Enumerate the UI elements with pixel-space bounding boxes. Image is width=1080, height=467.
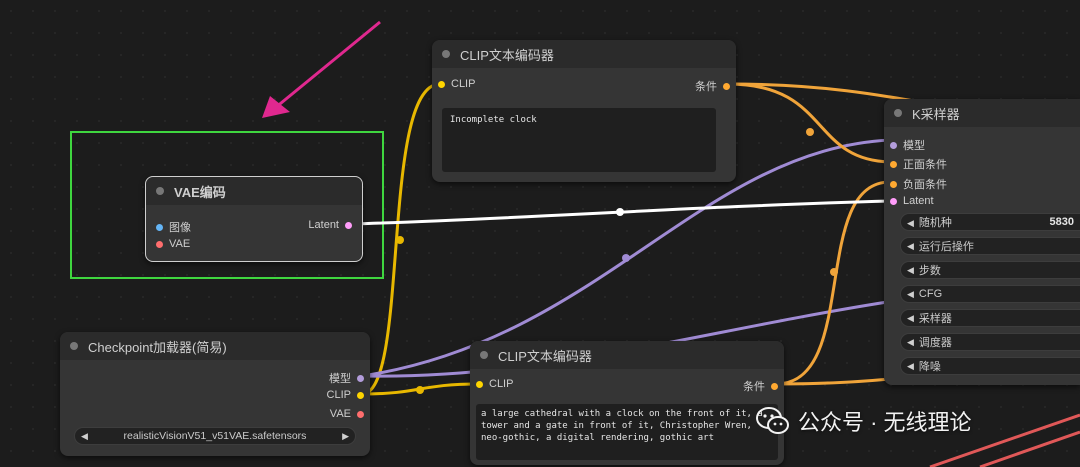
denoise-widget[interactable]: ◀降噪 (900, 357, 1080, 375)
clip-wire-bottom (361, 382, 479, 396)
wire-midpoint (416, 386, 424, 394)
input-port-clip[interactable]: CLIP (438, 78, 475, 90)
vae-encode-node[interactable]: VAE编码 图像 VAE Latent (145, 176, 363, 262)
arrow-left-icon[interactable]: ◀ (907, 312, 914, 323)
conditioning-pin-icon[interactable] (723, 82, 730, 90)
image-pin-icon[interactable] (156, 223, 163, 231)
arrow-left-icon[interactable]: ◀ (907, 288, 914, 299)
wire-midpoint (396, 236, 404, 244)
node-header[interactable]: CLIP文本编码器 (470, 341, 784, 369)
clip-pin-icon[interactable] (476, 380, 483, 388)
node-header[interactable]: CLIP文本编码器 (432, 40, 736, 68)
collapse-dot-icon[interactable] (442, 50, 450, 58)
ckpt-name-selector[interactable]: ◀ realisticVisionV51_v51VAE.safetensors … (74, 427, 356, 445)
collapse-dot-icon[interactable] (894, 109, 902, 117)
arrow-left-icon[interactable]: ◀ (907, 264, 914, 275)
checkpoint-loader-node[interactable]: Checkpoint加载器(简易) 模型 CLIP VAE ◀ realisti… (60, 332, 370, 456)
input-port-latent[interactable]: Latent (890, 195, 934, 207)
node-title: CLIP文本编码器 (498, 348, 592, 364)
arrow-left-icon[interactable]: ◀ (907, 360, 914, 371)
output-port-model[interactable]: 模型 (329, 370, 364, 386)
wire-midpoint (622, 254, 630, 262)
node-title: CLIP文本编码器 (460, 47, 554, 63)
red-wire (979, 430, 1080, 467)
vae-pin-icon[interactable] (156, 240, 163, 248)
collapse-dot-icon[interactable] (480, 351, 488, 359)
clip-pin-icon[interactable] (438, 80, 445, 88)
cond-wire-positive (727, 82, 891, 164)
wechat-icon (756, 407, 789, 434)
node-title: K采样器 (912, 106, 960, 122)
control-after-generate-widget[interactable]: ◀运行后操作 (900, 237, 1080, 255)
latent-pin-icon[interactable] (345, 221, 352, 229)
latent-pin-icon[interactable] (890, 197, 897, 205)
arrow-right-icon[interactable]: ▶ (342, 430, 349, 441)
clip-text-encoder-bottom-node[interactable]: CLIP文本编码器 CLIP 条件 a large cathedral with… (470, 341, 784, 465)
pink-arrow-annotation (262, 20, 381, 118)
input-port-positive[interactable]: 正面条件 (890, 156, 947, 172)
wire-midpoint (830, 268, 838, 276)
clip-wire-top (361, 82, 441, 396)
cfg-widget[interactable]: ◀CFG (900, 285, 1080, 303)
input-port-model[interactable]: 模型 (890, 137, 925, 153)
conditioning-pin-icon[interactable] (890, 180, 897, 188)
output-port-conditioning[interactable]: 条件 (695, 78, 730, 94)
output-port-latent[interactable]: Latent (308, 219, 352, 231)
node-header[interactable]: Checkpoint加载器(简易) (60, 332, 370, 360)
wire-midpoint (806, 128, 814, 136)
sampler-widget[interactable]: ◀采样器 (900, 309, 1080, 327)
ksampler-node[interactable]: K采样器 模型 正面条件 负面条件 Latent ◀随机种 5830 ◀运行后操… (884, 99, 1080, 385)
ckpt-name-value: realisticVisionV51_v51VAE.safetensors (123, 430, 307, 442)
collapse-dot-icon[interactable] (156, 187, 164, 195)
output-port-conditioning[interactable]: 条件 (743, 378, 778, 394)
conditioning-pin-icon[interactable] (890, 160, 897, 168)
latent-wire (349, 199, 891, 226)
model-pin-icon[interactable] (357, 374, 364, 382)
node-title: Checkpoint加载器(简易) (88, 339, 227, 355)
cond-wire-negative (775, 180, 891, 386)
arrow-left-icon[interactable]: ◀ (907, 336, 914, 347)
scheduler-widget[interactable]: ◀调度器 (900, 333, 1080, 351)
input-port-image[interactable]: 图像 (156, 219, 191, 235)
conditioning-pin-icon[interactable] (771, 382, 778, 390)
watermark: 公众号 · 无线理论 (756, 405, 972, 437)
output-port-clip[interactable]: CLIP (327, 389, 364, 401)
node-title: VAE编码 (174, 184, 226, 200)
output-port-vae[interactable]: VAE (330, 408, 364, 420)
seed-widget[interactable]: ◀随机种 5830 (900, 213, 1080, 231)
arrow-left-icon[interactable]: ◀ (907, 240, 914, 251)
vae-pin-icon[interactable] (357, 410, 364, 418)
steps-widget[interactable]: ◀步数 (900, 261, 1080, 279)
collapse-dot-icon[interactable] (70, 342, 78, 350)
arrow-left-icon[interactable]: ◀ (907, 218, 914, 228)
prompt-textarea[interactable]: a large cathedral with a clock on the fr… (476, 404, 778, 460)
input-port-clip[interactable]: CLIP (476, 378, 513, 390)
seed-value: 5830 (1049, 216, 1074, 228)
clip-text-encoder-top-node[interactable]: CLIP文本编码器 CLIP 条件 Incomplete clock (432, 40, 736, 182)
node-header[interactable]: K采样器 (884, 99, 1080, 127)
wire-midpoint (616, 208, 624, 216)
input-port-negative[interactable]: 负面条件 (890, 176, 947, 192)
clip-pin-icon[interactable] (357, 391, 364, 399)
watermark-text: 公众号 · 无线理论 (798, 410, 972, 435)
arrow-left-icon[interactable]: ◀ (81, 430, 88, 441)
prompt-textarea[interactable]: Incomplete clock (442, 108, 716, 172)
input-port-vae[interactable]: VAE (156, 238, 190, 250)
node-header[interactable]: VAE编码 (146, 177, 362, 205)
model-pin-icon[interactable] (890, 141, 897, 149)
